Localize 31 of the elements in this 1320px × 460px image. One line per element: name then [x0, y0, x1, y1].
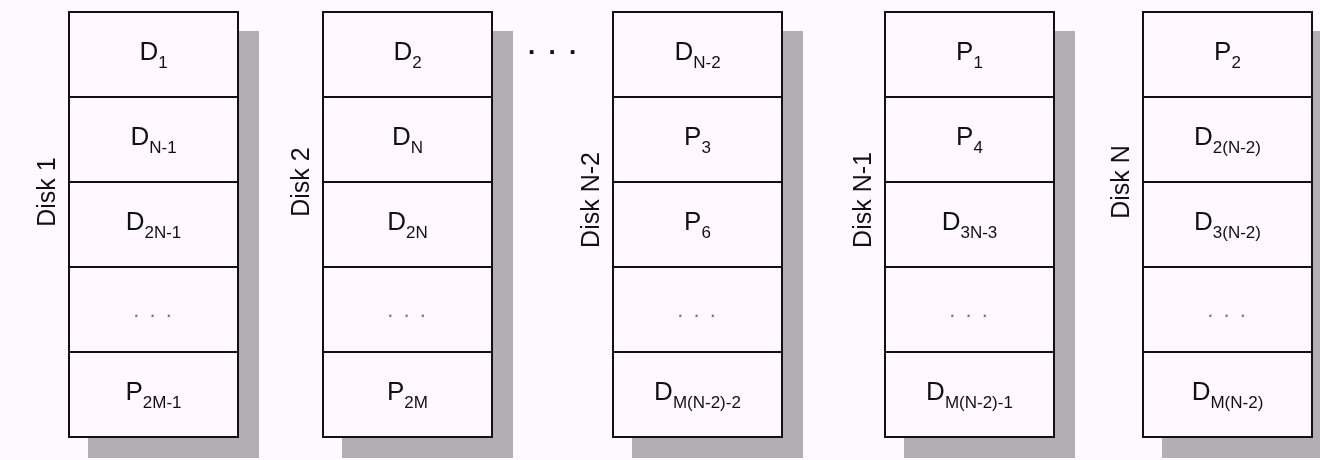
disk-label: Disk 1: [31, 157, 61, 227]
block-label: . . .: [677, 296, 718, 323]
block-label: D$_{3(N-2)}$: [1194, 206, 1261, 243]
block-label: D$_{M(N-2)-1}$: [926, 376, 1013, 413]
block-label: . . .: [949, 296, 990, 323]
block-label: D$_{N}$: [391, 121, 424, 158]
block-label: D$_{N-1}$: [130, 121, 177, 158]
block-label: D$_{M(N-2)-2}$: [654, 376, 741, 413]
disk-label: Disk N-2: [575, 152, 605, 248]
block-label: P$_{2}$: [1214, 36, 1241, 73]
ellipsis-label: . . .: [528, 30, 580, 61]
disk-label: Disk N-1: [847, 152, 877, 248]
block-label: D$_{2N-1}$: [125, 206, 182, 243]
block-label: . . .: [133, 296, 174, 323]
block-label: P$_{1}$: [956, 36, 983, 73]
block-label: . . .: [387, 296, 428, 323]
disk-label: Disk 2: [285, 147, 315, 217]
block-label: D$_{1}$: [139, 36, 168, 73]
block-label: P$_{4}$: [956, 121, 983, 158]
block-label: D$_{2(N-2)}$: [1194, 121, 1261, 158]
block-label: P$_{2M}$: [387, 376, 428, 413]
disk-label: Disk N: [1105, 145, 1135, 219]
block-label: D$_{M(N-2)}$: [1191, 376, 1264, 413]
block-label: D$_{N-2}$: [674, 36, 721, 73]
block-label: P$_{2M-1}$: [125, 376, 182, 413]
block-label: P$_{6}$: [684, 206, 711, 243]
block-label: D$_{2}$: [393, 36, 422, 73]
block-label: . . .: [1207, 296, 1248, 323]
block-label: P$_{3}$: [684, 121, 711, 158]
block-label: D$_{2N}$: [387, 206, 428, 243]
block-label: D$_{3N-3}$: [941, 206, 998, 243]
